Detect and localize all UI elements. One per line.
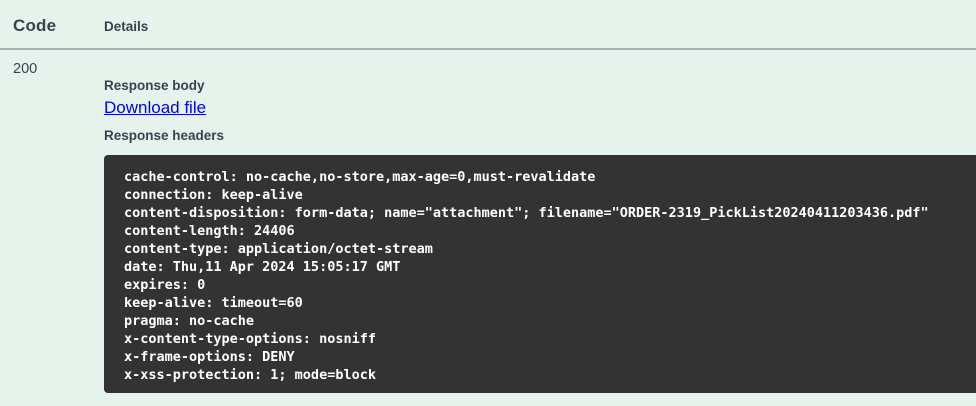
download-file-link[interactable]: Download file	[104, 98, 207, 117]
details-column-header: Details	[104, 19, 149, 34]
response-headers-block: cache-control: no-cache,no-store,max-age…	[104, 155, 976, 393]
responses-table-header-row: Code Details	[0, 0, 976, 50]
response-details-cell: Response body Download file Response hea…	[104, 50, 976, 393]
response-headers-label: Response headers	[104, 128, 225, 143]
status-code: 200	[13, 61, 38, 77]
response-row-200: 200 Response body Download file Response…	[0, 50, 976, 393]
responses-table: Code Details 200 Response body Download …	[0, 0, 976, 393]
response-body-label: Response body	[104, 78, 205, 93]
code-column-header: Code	[13, 16, 57, 35]
